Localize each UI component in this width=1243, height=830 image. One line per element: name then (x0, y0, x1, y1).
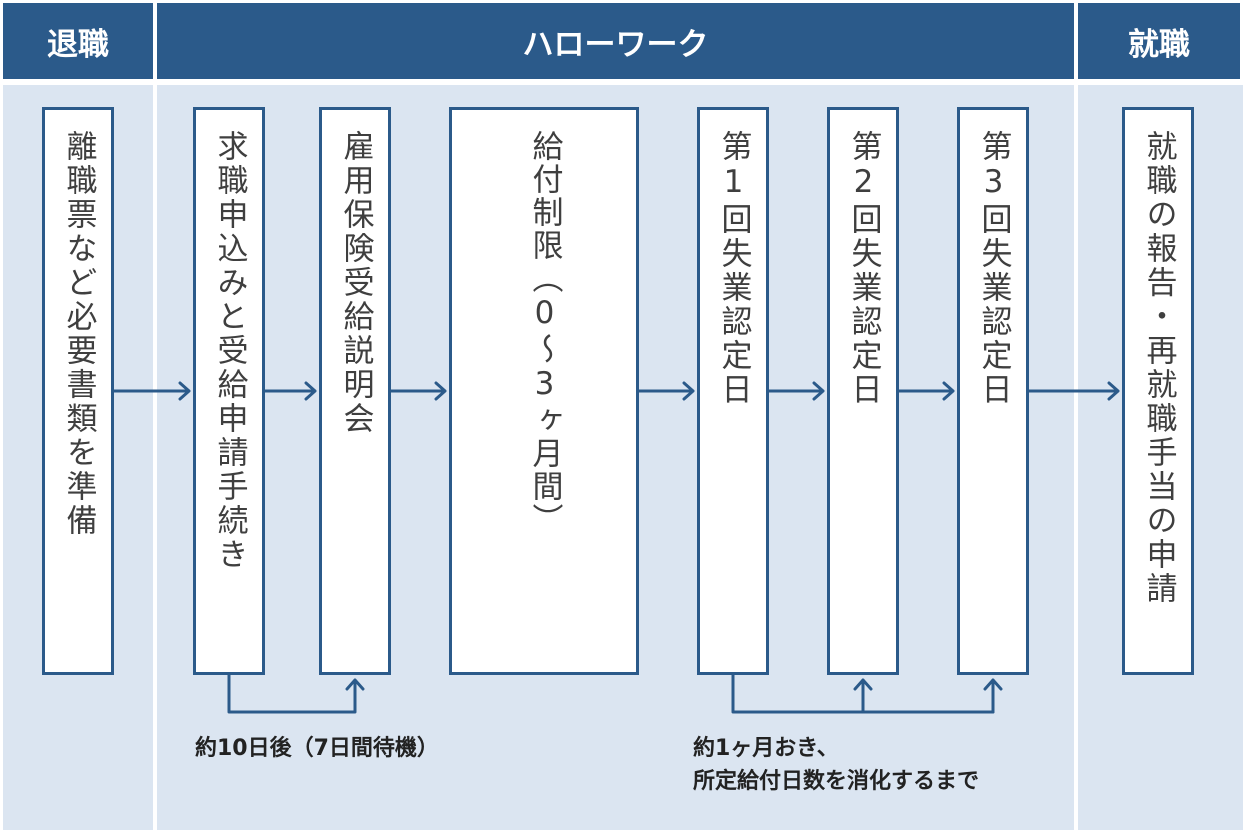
arrow-6-to-7 (897, 381, 955, 401)
note-waiting-period: 約10日後（7日間待機） (195, 736, 439, 761)
step-label: 求職申込みと受給申請手続き (211, 130, 248, 572)
step-label: 離職票など必要書類を準備 (60, 130, 97, 538)
arrow-3-to-4 (389, 381, 447, 401)
header-hellowork: ハローワーク (157, 3, 1074, 79)
step-label: 雇用保険受給説明会 (337, 130, 374, 436)
step-label: 就職の報告・再就職手当の申請 (1140, 130, 1177, 606)
arrow-4-to-5 (637, 381, 695, 401)
header-taishoku: 退職 (3, 3, 153, 79)
arrow-1-to-2 (112, 381, 191, 401)
step-label: 第3回失業認定日 (975, 130, 1012, 407)
arrow-5-to-6 (767, 381, 825, 401)
arrow-2-to-3 (263, 381, 317, 401)
note-interval-line1: 約1ヶ月おき、 (693, 736, 839, 761)
header-shushoku: 就職 (1078, 3, 1240, 79)
loop-interval-arrow-2 (853, 678, 873, 714)
arrow-7-to-8 (1027, 381, 1120, 401)
note-interval-line2: 所定給付日数を消化するまで (693, 769, 980, 794)
step-benefit-restriction: 給付制限（0～3ヶ月間） (449, 107, 639, 675)
loop-interval-line (731, 673, 995, 714)
step-label: 第1回失業認定日 (715, 130, 752, 407)
loop-interval-arrow-3 (983, 678, 1003, 714)
step-label: 給付制限（0～3ヶ月間） (526, 130, 563, 536)
loop-wait-arrow (227, 673, 365, 714)
step-second-certification: 第2回失業認定日 (827, 107, 899, 675)
step-report-employment: 就職の報告・再就職手当の申請 (1122, 107, 1194, 675)
step-label: 第2回失業認定日 (845, 130, 882, 407)
